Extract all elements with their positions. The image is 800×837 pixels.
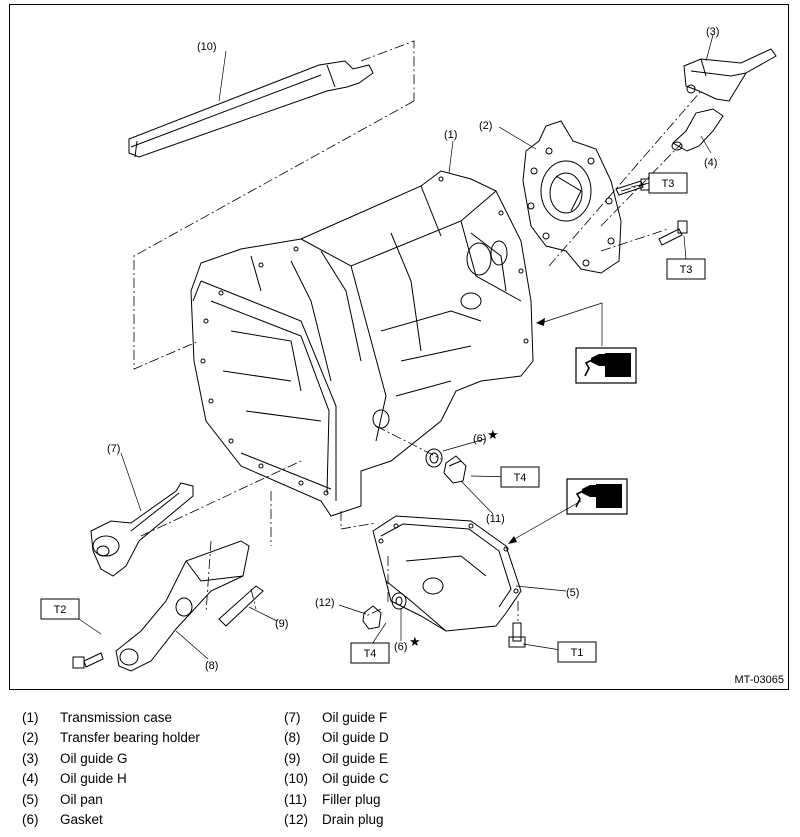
callout-6-upper: (6) [473,433,486,445]
callout-5: (5) [566,587,579,599]
callout-6-lower: (6) [394,641,407,653]
svg-text:T1: T1 [571,647,584,659]
bolt-t3-lower [658,220,688,246]
grease-symbol-upper [575,347,637,384]
callout-2: (2) [479,120,492,132]
drain-plug-part [362,605,382,630]
torque-box-t1: T1 [557,641,597,663]
oil-guide-g-part [683,48,777,102]
assembly-guide-lines [133,40,702,621]
callout-12: (12) [315,597,335,609]
torque-box-t3-upper: T3 [648,172,688,194]
gasket-lower-part [391,592,407,610]
legend-item: (2)Transfer bearing holder [22,730,200,746]
oil-guide-d-part [115,540,250,672]
callout-11: (11) [486,513,505,525]
callout-3: (3) [706,26,719,38]
legend-item: (4)Oil guide H [22,771,127,787]
legend-item: (7)Oil guide F [284,710,388,725]
callout-8: (8) [205,660,218,672]
exploded-view-diagram: T3 T3 T4 T4 T2 T1 (1) (2) (3) (4) (5) (6… [40,26,777,672]
legend-item: (1)Transmission case [22,710,173,725]
svg-text:T3: T3 [662,178,675,190]
gasket-upper-part [425,448,443,468]
arrowheads [508,318,545,544]
callout-1: (1) [444,129,457,141]
callout-7: (7) [107,443,120,455]
torque-box-t4-lower: T4 [350,642,390,664]
grease-symbol-lower [566,478,628,515]
star-lower: ★ [409,634,421,649]
legend-item: (6)Gasket [22,811,103,827]
diagram-frame: T3 T3 T4 T4 T2 T1 (1) (2) (3) (4) (5) (6… [9,4,789,690]
transmission-case-part [190,170,534,517]
filler-plug-part [443,455,467,484]
callout-9: (9) [275,618,288,630]
transfer-bearing-holder-part [522,120,622,274]
oil-guide-e-part [218,585,264,627]
oil-guide-h-part [671,108,724,152]
callout-10: (10) [197,41,217,53]
svg-text:T4: T4 [364,648,377,660]
figure-code: MT-03065 [734,674,784,686]
svg-text:T2: T2 [54,604,67,616]
svg-text:T3: T3 [680,264,693,276]
torque-box-t4-upper: T4 [500,466,540,488]
callout-4: (4) [704,157,717,169]
legend-item: (8)Oil guide D [284,730,389,746]
torque-box-t3-lower: T3 [666,258,706,280]
legend-item: (3)Oil guide G [22,750,128,766]
leader-lines [72,34,714,660]
legend-item: (10)Oil guide C [284,771,389,787]
legend-column-right: (7)Oil guide F (8)Oil guide D (9)Oil gui… [284,710,389,832]
torque-box-t2: T2 [40,598,80,620]
bolt-t1 [508,622,526,648]
legend-column-left: (1)Transmission case (2)Transfer bearing… [22,710,200,832]
legend-item: (9)Oil guide E [284,750,389,766]
svg-text:T4: T4 [514,472,527,484]
oil-guide-f-part [90,482,194,577]
legend-item: (12)Drain plug [284,811,384,827]
star-upper: ★ [487,427,499,442]
legend-item: (5)Oil pan [22,791,103,807]
oil-pan-part [372,515,522,632]
bolt-t2 [72,652,104,669]
oil-guide-c-part [128,60,374,158]
legend-item: (11)Filler plug [284,791,381,807]
